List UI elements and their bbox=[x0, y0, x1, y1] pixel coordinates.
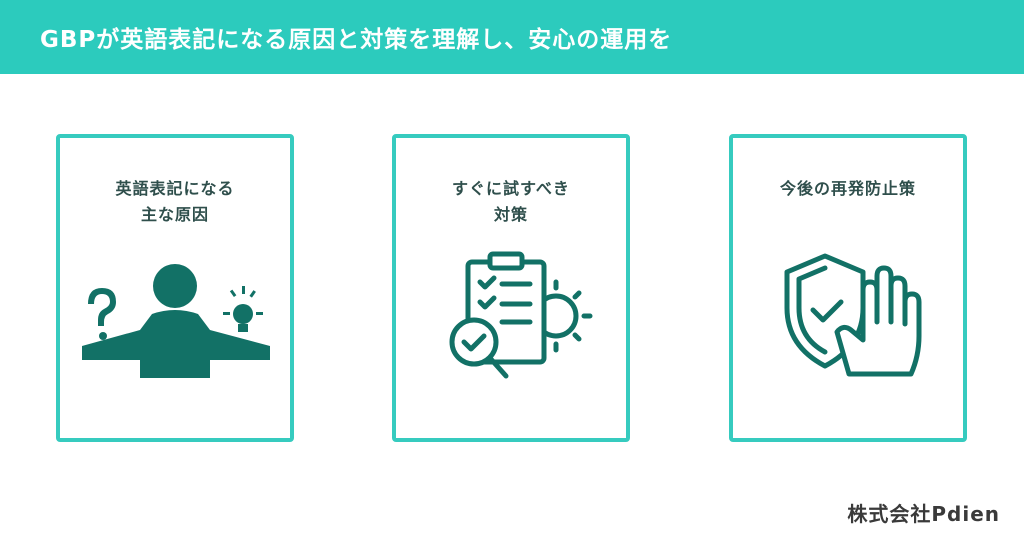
header-banner: GBPが英語表記になる原因と対策を理解し、安心の運用を bbox=[0, 0, 1024, 74]
card-title: 今後の再発防止策 bbox=[733, 176, 963, 202]
card-title-line1: すぐに試すべき bbox=[452, 179, 570, 198]
person-question-lightbulb-icon bbox=[82, 264, 270, 378]
shield-hand-check-icon bbox=[784, 253, 922, 377]
card-title-line2: 主な原因 bbox=[140, 205, 209, 224]
card-title: すぐに試すべき 対策 bbox=[396, 176, 626, 228]
card-title-line2: 対策 bbox=[493, 205, 528, 224]
card-causes: 英語表記になる 主な原因 bbox=[56, 134, 294, 442]
card-countermeasures: すぐに試すべき 対策 bbox=[392, 134, 630, 442]
company-name: 株式会社Pdien bbox=[847, 502, 1000, 526]
card-title-line1: 英語表記になる bbox=[115, 179, 235, 198]
card-title: 英語表記になる 主な原因 bbox=[60, 176, 290, 228]
card-prevention: 今後の再発防止策 bbox=[729, 134, 967, 442]
card-title-line1: 今後の再発防止策 bbox=[779, 179, 916, 198]
page-title: GBPが英語表記になる原因と対策を理解し、安心の運用を bbox=[40, 27, 673, 53]
clipboard-checklist-magnifier-gear-icon bbox=[449, 251, 593, 379]
